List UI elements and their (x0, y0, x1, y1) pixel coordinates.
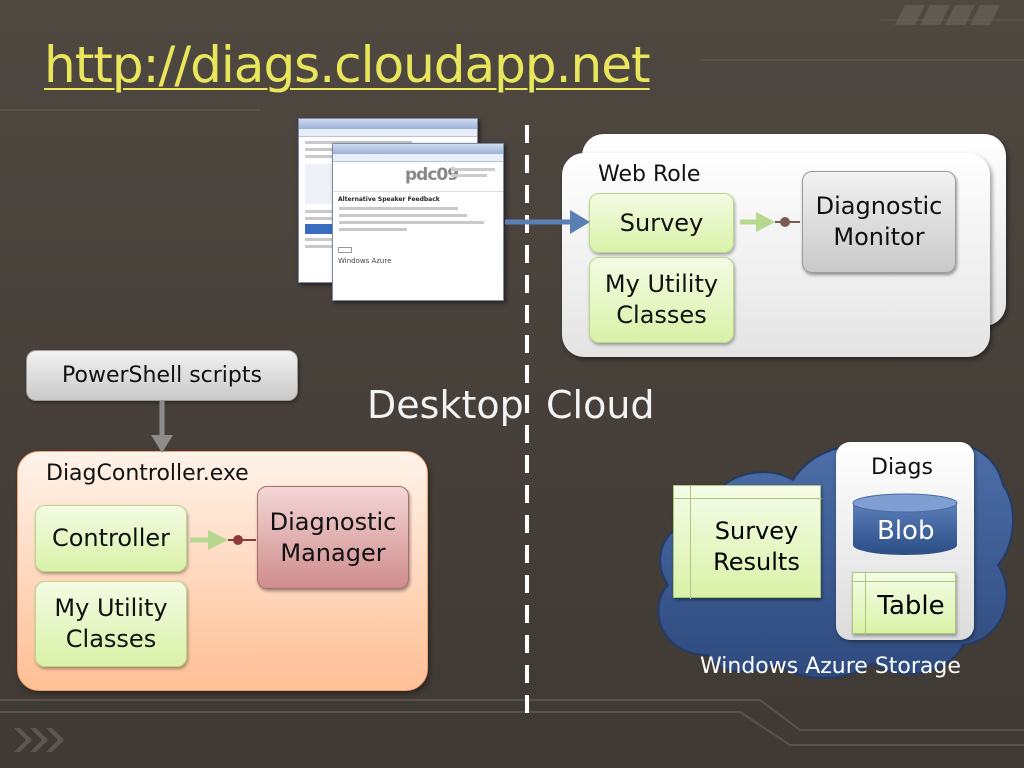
storage-label: Windows Azure Storage (700, 654, 961, 679)
web-role-label: Web Role (598, 162, 701, 187)
controller-to-manager-arrow (190, 530, 256, 550)
blob-label: Blob (877, 516, 935, 546)
powershell-to-controller-arrow (151, 401, 173, 453)
desktop-label: Desktop (367, 383, 524, 427)
survey-results-label: Survey Results (713, 517, 800, 576)
survey-box[interactable]: Survey (589, 193, 734, 253)
powershell-scripts-box[interactable]: PowerShell scripts (26, 350, 298, 401)
diag-controller-label: DiagController.exe (46, 461, 249, 486)
table-icon[interactable]: Table (852, 572, 957, 635)
table-label: Table (877, 591, 945, 621)
diagnostic-monitor-box[interactable]: Diagnostic Monitor (802, 171, 956, 273)
blob-cylinder-icon[interactable] (851, 493, 959, 557)
browser-screenshot-front: pdc09 Alternative Speaker Feedback Windo… (332, 143, 504, 301)
diagnostic-manager-box[interactable]: Diagnostic Manager (257, 486, 409, 589)
controller-utility-classes-box[interactable]: My Utility Classes (35, 581, 187, 667)
diags-label: Diags (871, 455, 933, 480)
cloud-label: Cloud (546, 383, 655, 427)
page-title[interactable]: http://diags.cloudapp.net (44, 36, 651, 94)
form-title: Alternative Speaker Feedback (338, 196, 440, 203)
survey-results-table-icon[interactable]: Survey Results (673, 485, 822, 599)
browser-to-survey-arrow (505, 210, 590, 234)
controller-box[interactable]: Controller (35, 505, 187, 572)
pdc-logo: pdc09 (405, 165, 459, 185)
web-role-utility-classes-box[interactable]: My Utility Classes (589, 257, 734, 343)
windows-azure-logo: Windows Azure (338, 257, 392, 265)
survey-to-monitor-arrow (740, 212, 800, 232)
